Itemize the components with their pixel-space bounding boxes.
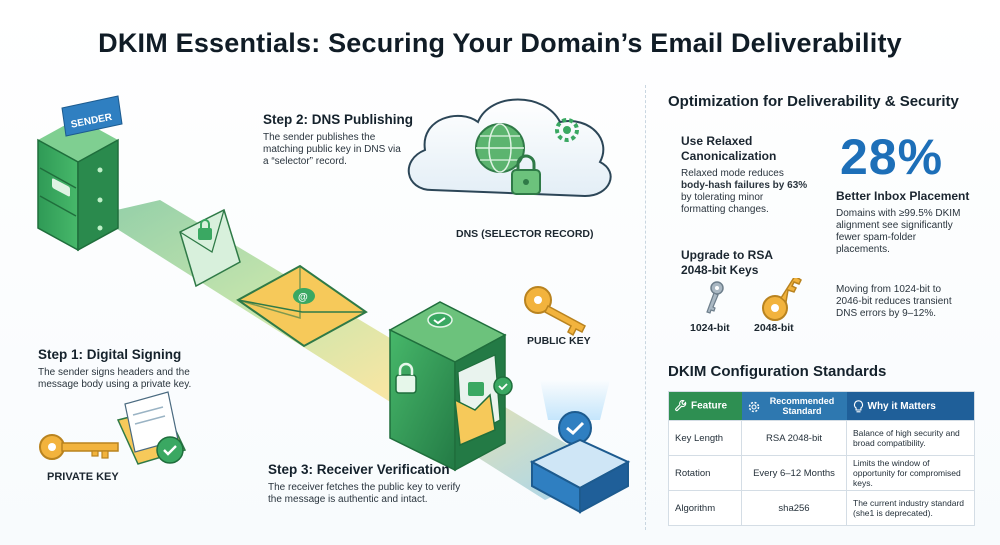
step2-line: a “selector” record. <box>263 156 347 167</box>
step2-line: matching public key in DNS via <box>263 144 401 155</box>
relaxed-text-line: Relaxed mode reduces <box>681 168 784 179</box>
row-feature: Algorithm <box>668 490 742 526</box>
page-title: DKIM Essentials: Securing Your Domain’s … <box>98 28 902 58</box>
wrench-icon <box>675 400 687 412</box>
step3-line: The receiver fetches the public key to v… <box>268 482 461 493</box>
dkim-flow-illustration: SENDER @ <box>37 95 631 514</box>
dns-selector-label: DNS (SELECTOR RECORD) <box>456 228 594 240</box>
table-row: Rotation Every 6–12 Months Limits the wi… <box>668 455 975 491</box>
relaxed-title-line: Canonicalization <box>681 149 777 163</box>
step1-text: The sender signs headers and the message… <box>38 367 191 391</box>
row-standard: sha256 <box>741 490 847 526</box>
standards-heading: DKIM Configuration Standards <box>668 363 887 380</box>
signed-envelope-icon: @ <box>236 264 368 348</box>
rsa-title-line: Upgrade to RSA <box>681 248 774 262</box>
step1-line: The sender signs headers and the <box>38 367 190 378</box>
step1-line: message body using a private key. <box>38 379 192 390</box>
step1-title: Step 1: Digital Signing <box>38 347 182 362</box>
key-2048-label: 2048-bit <box>754 322 794 334</box>
col-feature: Feature <box>668 391 742 421</box>
step2-line: The sender publishes the <box>263 132 376 143</box>
dns-cloud-icon <box>407 98 612 198</box>
inbox-placement-text: Domains with ≥99.5% DKIM alignment see s… <box>836 208 960 256</box>
col-standard-label: Recommended Standard <box>769 396 835 416</box>
step3-line: the message is authentic and intact. <box>268 494 428 505</box>
standards-header-row: Feature Recommended Standard Why it Matt… <box>668 391 975 421</box>
row-feature: Rotation <box>668 455 742 491</box>
relaxed-text-line: by tolerating minor <box>681 192 764 203</box>
signed-letter-icon <box>116 391 187 465</box>
locked-envelope-icon <box>179 208 241 288</box>
step3-title: Step 3: Receiver Verification <box>268 462 450 477</box>
optimization-heading: Optimization for Deliverability & Securi… <box>668 93 959 110</box>
stat-text-line: placements. <box>836 244 890 255</box>
sender-badge <box>61 95 123 137</box>
public-key-label: PUBLIC KEY <box>527 335 591 347</box>
col-why: Why it Matters <box>846 391 975 421</box>
row-why: Balance of high security and broad compa… <box>846 420 975 456</box>
rsa-text-line: DNS errors by 9–12%. <box>836 308 937 319</box>
stat-text-line: fewer spam-folder <box>836 232 917 243</box>
row-why: Limits the window of opportunity for com… <box>846 455 975 491</box>
inbox-tray-icon <box>529 380 631 514</box>
large-key-icon <box>762 278 802 321</box>
sender-server-icon <box>37 118 119 252</box>
inbox-placement-stat: 28% <box>840 129 944 185</box>
rsa-title-line: 2048-bit Keys <box>681 263 759 277</box>
rsa-text-line: Moving from 1024-bit to <box>836 284 942 295</box>
public-key-icon <box>524 286 586 337</box>
col-feature-label: Feature <box>691 400 728 412</box>
small-key-icon <box>706 281 724 314</box>
col-standard: Recommended Standard <box>741 391 847 421</box>
lightbulb-icon <box>853 399 863 412</box>
col-why-label: Why it Matters <box>867 400 936 412</box>
svg-text:@: @ <box>298 292 308 303</box>
section-divider <box>645 85 646 530</box>
table-row: Key Length RSA 2048-bit Balance of high … <box>668 420 975 456</box>
rsa-text-line: 2046-bit reduces transient <box>836 296 952 307</box>
relaxed-title-line: Use Relaxed <box>681 134 753 148</box>
rsa-upgrade-title: Upgrade to RSA 2048-bit Keys <box>681 248 773 278</box>
stat-text-line: Domains with ≥99.5% DKIM <box>836 208 961 219</box>
receiver-vault-icon <box>388 301 513 472</box>
table-row: Algorithm sha256 The current industry st… <box>668 490 975 526</box>
rsa-upgrade-text: Moving from 1024-bit to 2046-bit reduces… <box>836 284 952 320</box>
gear-icon <box>748 401 759 413</box>
relaxed-text-line: body-hash failures by 63% <box>681 180 808 191</box>
step2-text: The sender publishes the matching public… <box>263 132 401 168</box>
step3-text: The receiver fetches the public key to v… <box>268 482 460 506</box>
key-1024-label: 1024-bit <box>690 322 730 334</box>
row-standard: RSA 2048-bit <box>741 420 847 456</box>
relaxed-canonicalization-title: Use Relaxed Canonicalization <box>681 134 776 164</box>
relaxed-canonicalization-text: Relaxed mode reduces body-hash failures … <box>681 168 807 216</box>
row-why: The current industry standard (she1 is d… <box>846 490 975 526</box>
stat-text-line: alignment see significantly <box>836 220 953 231</box>
private-key-label: PRIVATE KEY <box>47 471 119 483</box>
private-key-icon <box>39 434 119 460</box>
inbox-placement-title: Better Inbox Placement <box>836 189 970 203</box>
rsa-keys-illustration <box>706 278 802 321</box>
step2-title: Step 2: DNS Publishing <box>263 112 414 127</box>
row-standard: Every 6–12 Months <box>741 455 847 491</box>
standards-table: Feature Recommended Standard Why it Matt… <box>668 391 975 526</box>
relaxed-text-line: formatting changes. <box>681 204 769 215</box>
row-feature: Key Length <box>668 420 742 456</box>
